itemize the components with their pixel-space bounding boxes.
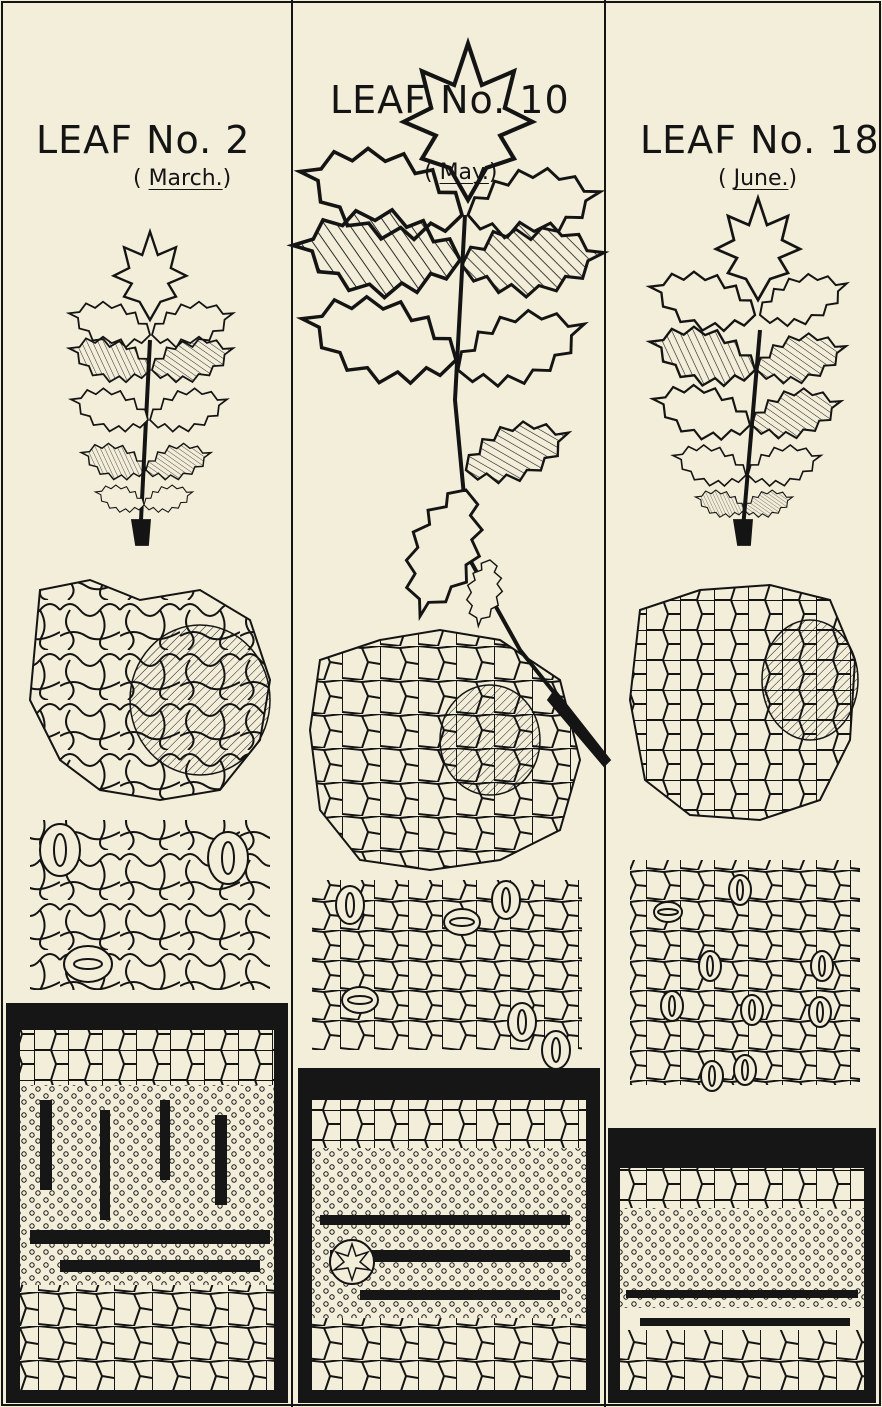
leaf-cross-section-icon (6, 1003, 288, 1403)
leaf-18-title: LEAF No. 18 (640, 118, 880, 162)
leaf-cross-section-icon (298, 1068, 600, 1403)
leaf-10-month-text: May. (440, 160, 489, 185)
leaf-18-month-text: June. (734, 166, 789, 191)
leaf-10-month: ( May.) (424, 160, 498, 185)
leaf-18-month: ( June.) (718, 166, 797, 191)
stomata-epidermis-icon (630, 860, 860, 1091)
leaf-2-month: ( March.) (133, 166, 231, 191)
leaf-10-title: LEAF No. 10 (330, 78, 570, 122)
leaf-2-month-text: March. (149, 166, 223, 191)
stomata-epidermis-icon (30, 820, 270, 990)
leaf-cross-section-icon (608, 1128, 876, 1403)
leaf-2-title: LEAF No. 2 (36, 118, 250, 162)
stomata-epidermis-icon (312, 880, 582, 1069)
cell-network-icon (630, 585, 858, 820)
cell-network-icon (310, 630, 580, 870)
